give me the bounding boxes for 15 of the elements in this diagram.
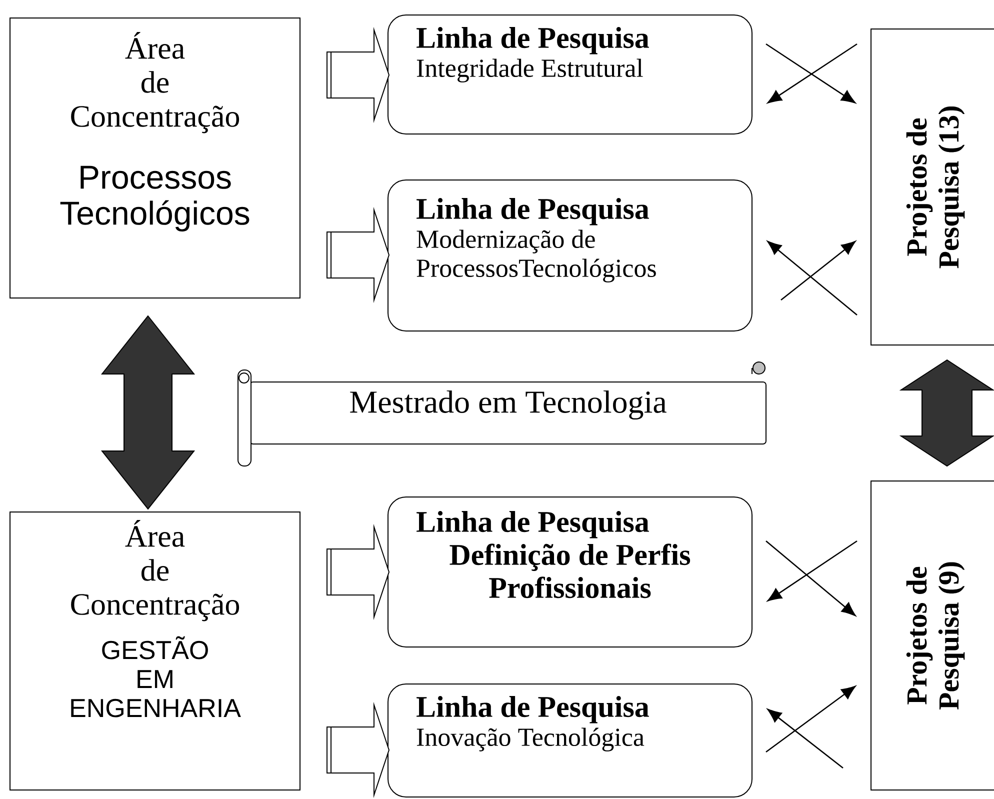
arrow bbox=[780, 240, 856, 300]
scroll-banner: Mestrado em Tecnologia bbox=[238, 362, 766, 466]
arrow bbox=[766, 686, 856, 753]
block-arrow bbox=[326, 26, 390, 124]
block-arrow bbox=[326, 206, 390, 304]
block-arrow bbox=[326, 702, 390, 798]
projects-box: Projetos de Pesquisa (9) bbox=[870, 480, 994, 790]
arrow bbox=[767, 540, 858, 602]
arrow bbox=[767, 708, 844, 768]
area-box: Área de Concentração GESTÃO EM ENGENHARIA bbox=[10, 512, 300, 790]
block-arrow bbox=[326, 524, 390, 620]
area-box: Área de Concentração Processos Tecnológicos bbox=[10, 18, 300, 298]
arrow bbox=[766, 540, 856, 616]
arrow bbox=[767, 240, 858, 316]
projects-box: Projetos de Pesquisa (13) bbox=[870, 28, 994, 346]
